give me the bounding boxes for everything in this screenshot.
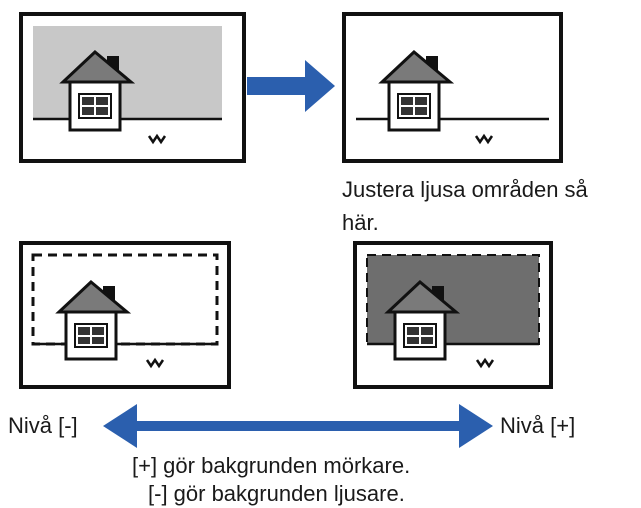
panel-adjusted bbox=[342, 12, 563, 163]
double-arrow-icon bbox=[103, 404, 493, 448]
light-background-area bbox=[33, 26, 222, 119]
note-plus: [+] gör bakgrunden mörkare. bbox=[132, 453, 411, 478]
house-scene-white-bg bbox=[356, 49, 549, 145]
note-minus: [-] gör bakgrunden ljusare. bbox=[148, 481, 405, 506]
house-scene-light-bg bbox=[33, 26, 222, 145]
caption-adjust-line1: Justera ljusa områden så bbox=[342, 177, 588, 202]
house-scene-dark-bg bbox=[366, 254, 540, 369]
level-plus-label: Nivå [+] bbox=[500, 413, 576, 438]
panel-original bbox=[19, 12, 246, 163]
level-minus-label: Nivå [-] bbox=[8, 413, 78, 438]
panel-level-plus bbox=[353, 241, 553, 389]
right-arrow-icon bbox=[247, 60, 335, 112]
panel-level-minus bbox=[19, 241, 231, 389]
house-scene-dashed-bg bbox=[31, 253, 219, 369]
caption-adjust-line2: här. bbox=[342, 210, 379, 235]
